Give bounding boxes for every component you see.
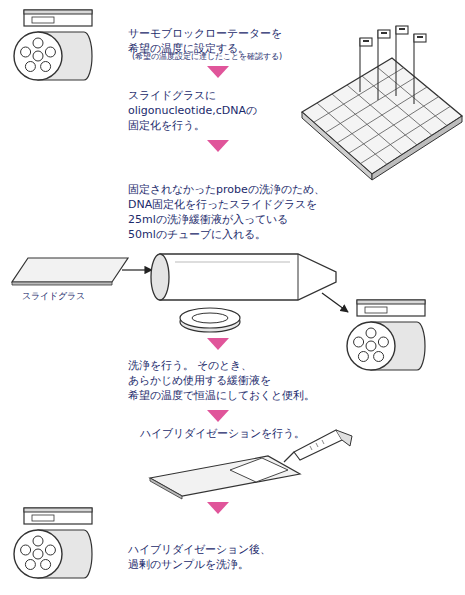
grid-line [377,67,447,126]
tube [151,254,336,300]
note-text: (希望の温度設定に達したことを確認する) [132,51,286,62]
grid-line [360,106,450,163]
slide-glass [12,258,128,285]
array-plate [302,26,462,180]
step-arrow [207,502,229,514]
step-text: ハイブリダイゼーションを行う。 [140,426,308,441]
step-arrow [207,338,229,350]
hybridization-slide [150,430,352,499]
tube-stand [180,308,240,332]
step-text: 洗浄を行う。 そのとき、あらかじめ使用する緩衝液を 希望の温度で恒温にしておくと… [128,358,329,403]
step-text: スライドグラスに oligonucleotide,cDNAの 固定化を行う。 [128,88,260,133]
step-arrow [207,410,229,422]
rotator-icon [347,300,425,370]
step-text: 固定されなかったprobeの洗浄のため、 DNA固定化を行ったスライドグラスを … [128,182,328,242]
step-arrow [207,66,229,78]
step-text: ハイブリダイゼーション後、 過剰のサンプルを洗浄。 [128,542,274,572]
part-label: スライドグラス [22,290,88,302]
rotator-icon [14,508,92,578]
grid-line [362,76,432,135]
step-arrow [207,140,229,152]
rotator-icon [14,10,92,80]
step-text: サーモブロックローテーターを 希望の温度に設定する。 [128,26,285,56]
arrow [122,269,152,270]
grid-line [349,97,439,154]
arrow [322,293,348,312]
